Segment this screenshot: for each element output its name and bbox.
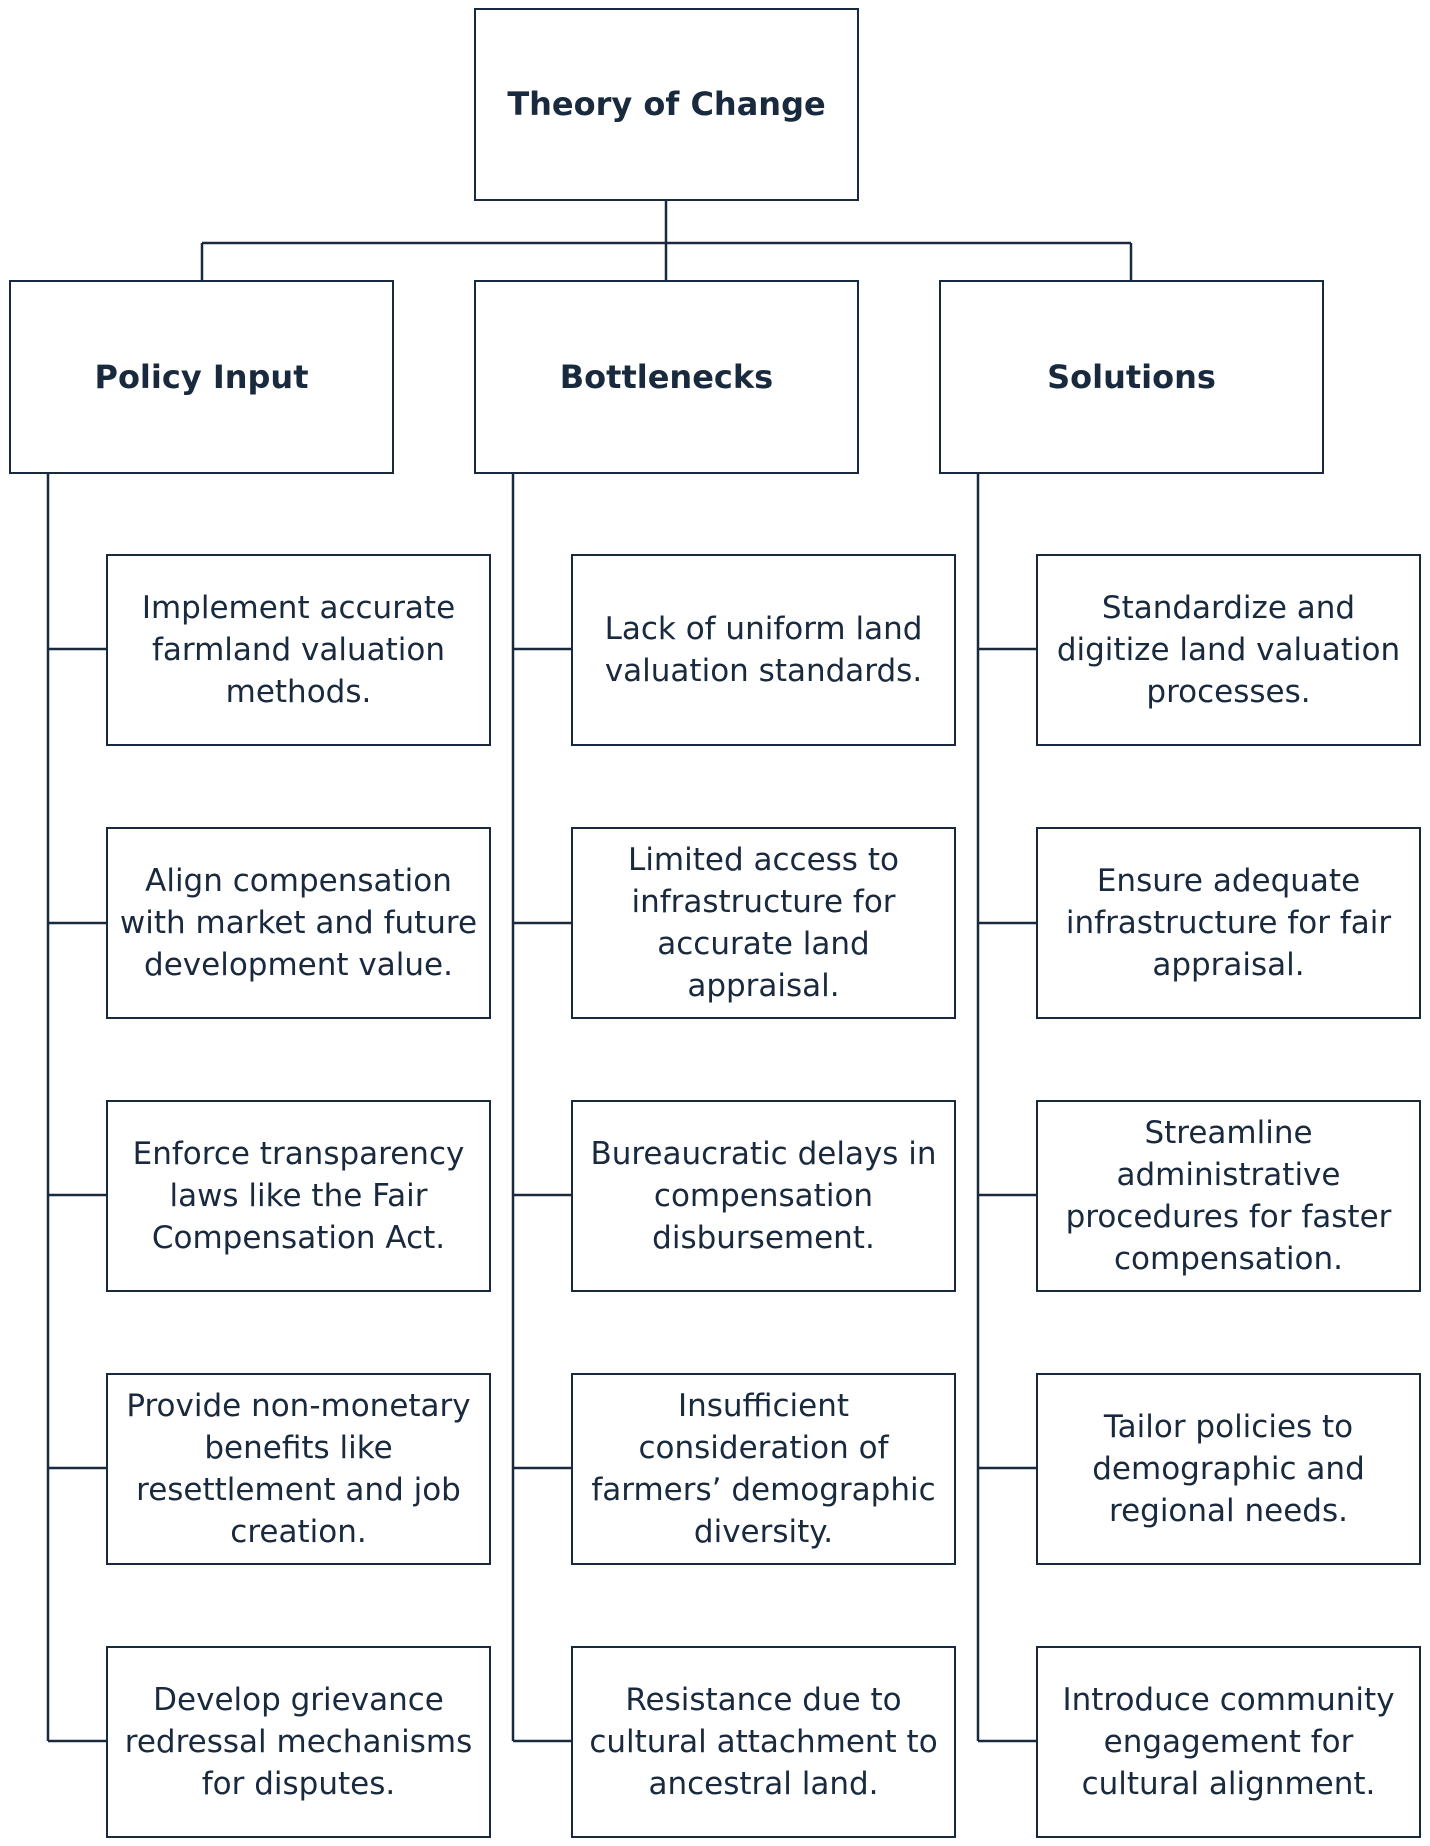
policy-input-item-2-text: Align compensation with market and futur…	[119, 863, 478, 983]
bottlenecks-item-3: Bureaucratic delays in compensation disb…	[571, 1100, 956, 1292]
bottlenecks-item-5: Resistance due to cultural attachment to…	[571, 1646, 956, 1838]
root-node: Theory of Change	[474, 8, 859, 201]
bottlenecks-item-4: Insufficient consideration of farmers’ d…	[571, 1373, 956, 1565]
policy-input-item-3-text: Enforce transparency laws like the Fair …	[132, 1136, 465, 1256]
root-title: Theory of Change	[507, 85, 826, 124]
column-title-policy-input: Policy Input	[94, 357, 309, 396]
policy-input-item-4: Provide non-monetary benefits like reset…	[106, 1373, 491, 1565]
column-title-solutions: Solutions	[1047, 357, 1216, 396]
policy-input-item-4-text: Provide non-monetary benefits like reset…	[126, 1388, 471, 1550]
policy-input-item-1: Implement accurate farmland valuation me…	[106, 554, 491, 746]
bottlenecks-item-1-text: Lack of uniform land valuation standards…	[604, 611, 923, 689]
solutions-item-1: Standardize and digitize land valuation …	[1036, 554, 1421, 746]
solutions-item-4-text: Tailor policies to demographic and regio…	[1092, 1409, 1365, 1529]
solutions-item-4: Tailor policies to demographic and regio…	[1036, 1373, 1421, 1565]
solutions-item-2: Ensure adequate infrastructure for fair …	[1036, 827, 1421, 1019]
column-header-policy-input: Policy Input	[9, 280, 394, 474]
bottlenecks-item-3-text: Bureaucratic delays in compensation disb…	[590, 1136, 937, 1256]
policy-input-item-3: Enforce transparency laws like the Fair …	[106, 1100, 491, 1292]
solutions-item-1-text: Standardize and digitize land valuation …	[1056, 590, 1401, 710]
policy-input-item-2: Align compensation with market and futur…	[106, 827, 491, 1019]
column-header-bottlenecks: Bottlenecks	[474, 280, 859, 474]
column-title-bottlenecks: Bottlenecks	[559, 357, 774, 396]
solutions-item-3: Streamline administrative procedures for…	[1036, 1100, 1421, 1292]
bottlenecks-item-2: Limited access to infrastructure for acc…	[571, 827, 956, 1019]
solutions-item-3-text: Streamline administrative procedures for…	[1065, 1115, 1392, 1277]
column-header-solutions: Solutions	[939, 280, 1324, 474]
bottlenecks-item-4-text: Insufficient consideration of farmers’ d…	[591, 1388, 936, 1550]
policy-input-item-5-text: Develop grievance redressal mechanisms f…	[124, 1682, 473, 1802]
solutions-item-5-text: Introduce community engagement for cultu…	[1062, 1682, 1395, 1802]
policy-input-item-1-text: Implement accurate farmland valuation me…	[141, 590, 456, 710]
solutions-item-5: Introduce community engagement for cultu…	[1036, 1646, 1421, 1838]
bottlenecks-item-2-text: Limited access to infrastructure for acc…	[628, 842, 899, 1004]
bottlenecks-item-5-text: Resistance due to cultural attachment to…	[589, 1682, 938, 1802]
policy-input-item-5: Develop grievance redressal mechanisms f…	[106, 1646, 491, 1838]
solutions-item-2-text: Ensure adequate infrastructure for fair …	[1065, 863, 1392, 983]
bottlenecks-item-1: Lack of uniform land valuation standards…	[571, 554, 956, 746]
